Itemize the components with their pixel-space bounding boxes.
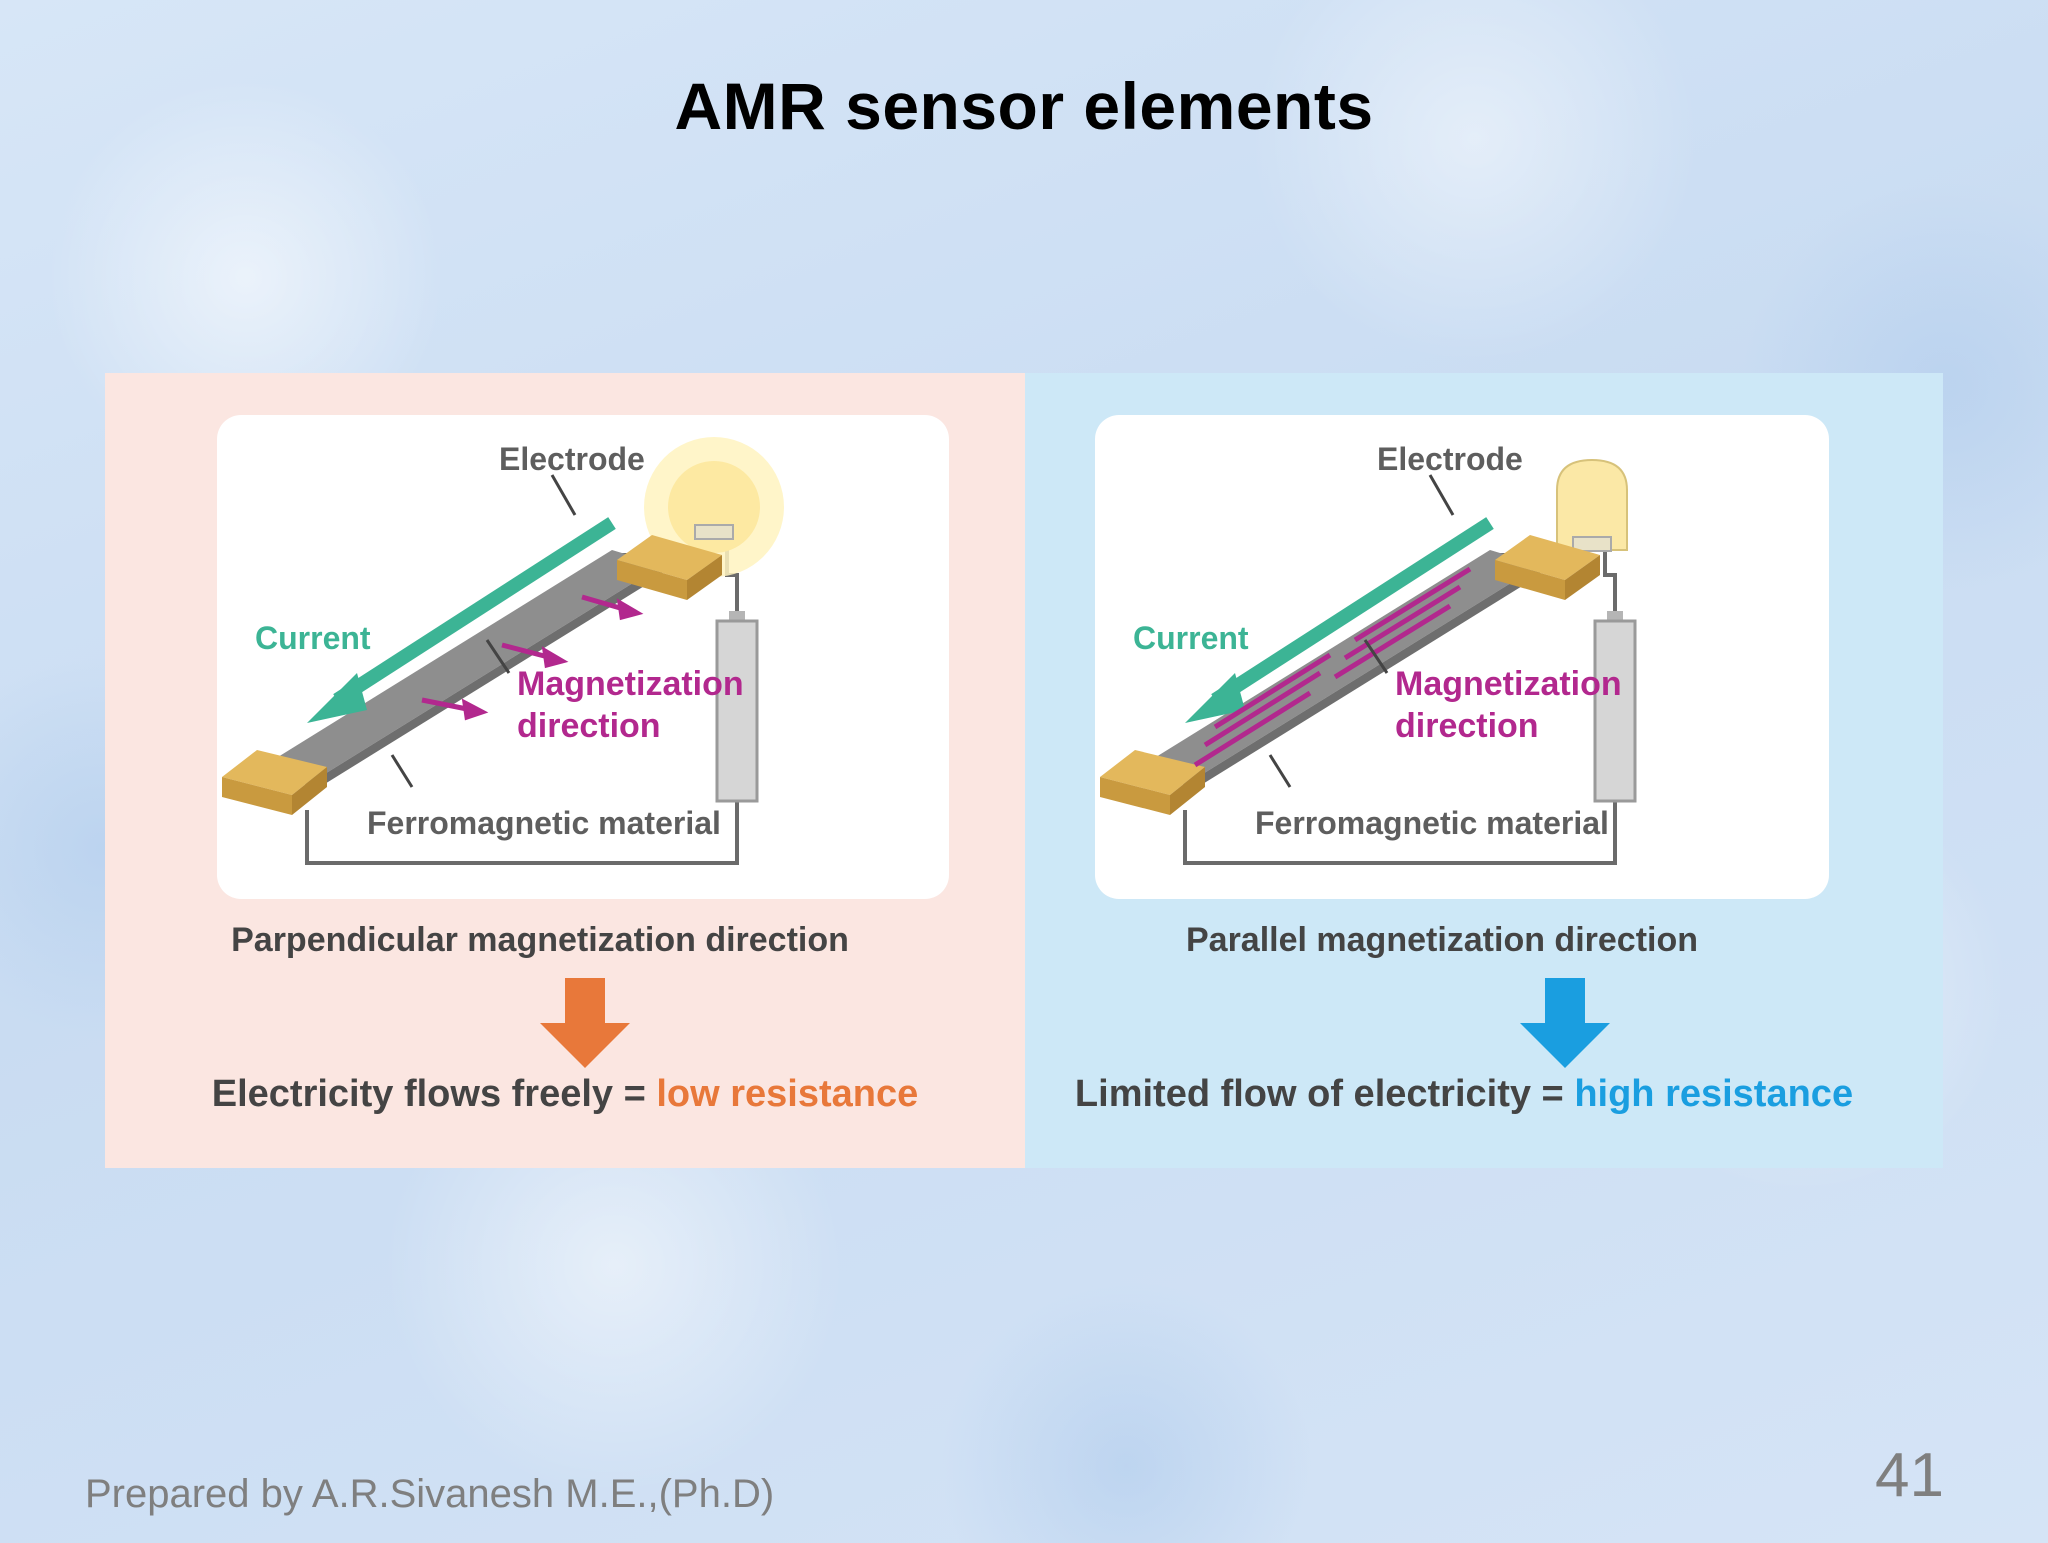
parallel-diagram xyxy=(1100,458,1637,865)
down-arrow-icon xyxy=(540,978,630,1068)
perpendicular-diagram-card: Electrode Current Magnetization directio… xyxy=(217,415,949,899)
magnetization-label: Magnetization direction xyxy=(517,665,744,745)
ferromagnetic-strip xyxy=(257,550,662,785)
current-arrowhead xyxy=(1185,673,1245,723)
circuit-wire xyxy=(305,800,739,865)
slide-title: AMR sensor elements xyxy=(674,69,1374,143)
perpendicular-diagram xyxy=(222,437,784,865)
ferromagnetic-label: Ferromagnetic material xyxy=(367,805,721,841)
down-arrow-icon xyxy=(1520,978,1610,1068)
current-arrow xyxy=(1211,517,1494,706)
bulb-base xyxy=(694,524,734,540)
electrode-top xyxy=(617,535,722,580)
magnetization-arrows xyxy=(421,594,644,721)
high-resistance-text: high resistance xyxy=(1574,1073,1854,1115)
current-label: Current xyxy=(1133,620,1249,656)
current-arrowhead xyxy=(307,673,367,723)
ferromagnetic-label: Ferromagnetic material xyxy=(1255,805,1609,841)
page-number: 41 xyxy=(1875,1441,1944,1510)
parallel-diagram-card: Electrode Current Magnetization directio… xyxy=(1095,415,1829,899)
electrode-label: Electrode xyxy=(499,441,645,477)
low-resistance-text: low resistance xyxy=(656,1073,919,1115)
parallel-panel: Electrode Current Magnetization directio… xyxy=(1025,373,1943,1168)
current-label: Current xyxy=(255,620,371,656)
electrode-label: Electrode xyxy=(1377,441,1523,477)
electrode-top xyxy=(1495,535,1600,580)
unlit-bulb-icon xyxy=(1556,458,1628,551)
battery-icon xyxy=(1593,619,1637,803)
low-resistance-result: Electricity flows freely = low resistanc… xyxy=(211,1073,919,1115)
footer-credit: Prepared by A.R.Sivanesh M.E.,(Ph.D) xyxy=(85,1472,775,1516)
high-resistance-result: Limited flow of electricity = high resis… xyxy=(1074,1073,1854,1115)
lit-bulb-icon xyxy=(668,461,760,553)
amr-figure: Electrode Current Magnetization directio… xyxy=(105,373,1943,1168)
battery-icon xyxy=(715,619,759,803)
magnetization-label: Magnetization direction xyxy=(1395,665,1622,745)
magnetization-arrows xyxy=(1193,566,1472,768)
perpendicular-caption: Parpendicular magnetization direction xyxy=(231,921,849,959)
perpendicular-panel: Electrode Current Magnetization directio… xyxy=(105,373,1025,1168)
parallel-caption: Parallel magnetization direction xyxy=(1185,921,1698,959)
current-arrow xyxy=(333,517,616,706)
